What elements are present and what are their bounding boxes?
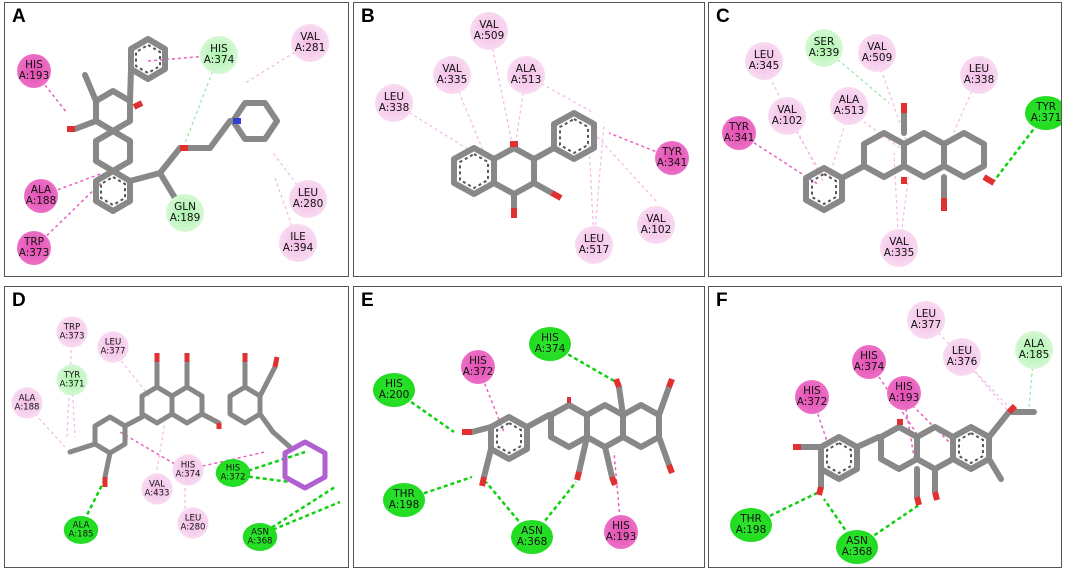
- panel-label: A: [12, 6, 26, 27]
- panel-label: C: [716, 6, 730, 27]
- panel-e-diagram: [393, 342, 675, 538]
- panel-f-diagram: [750, 319, 1037, 549]
- panel-label: B: [361, 6, 375, 27]
- panel-c-diagram: [738, 47, 1047, 252]
- panel-label: E: [361, 290, 374, 311]
- panel-label: F: [716, 290, 728, 311]
- panel-a-diagram: [33, 36, 311, 249]
- panel-label: D: [12, 290, 26, 311]
